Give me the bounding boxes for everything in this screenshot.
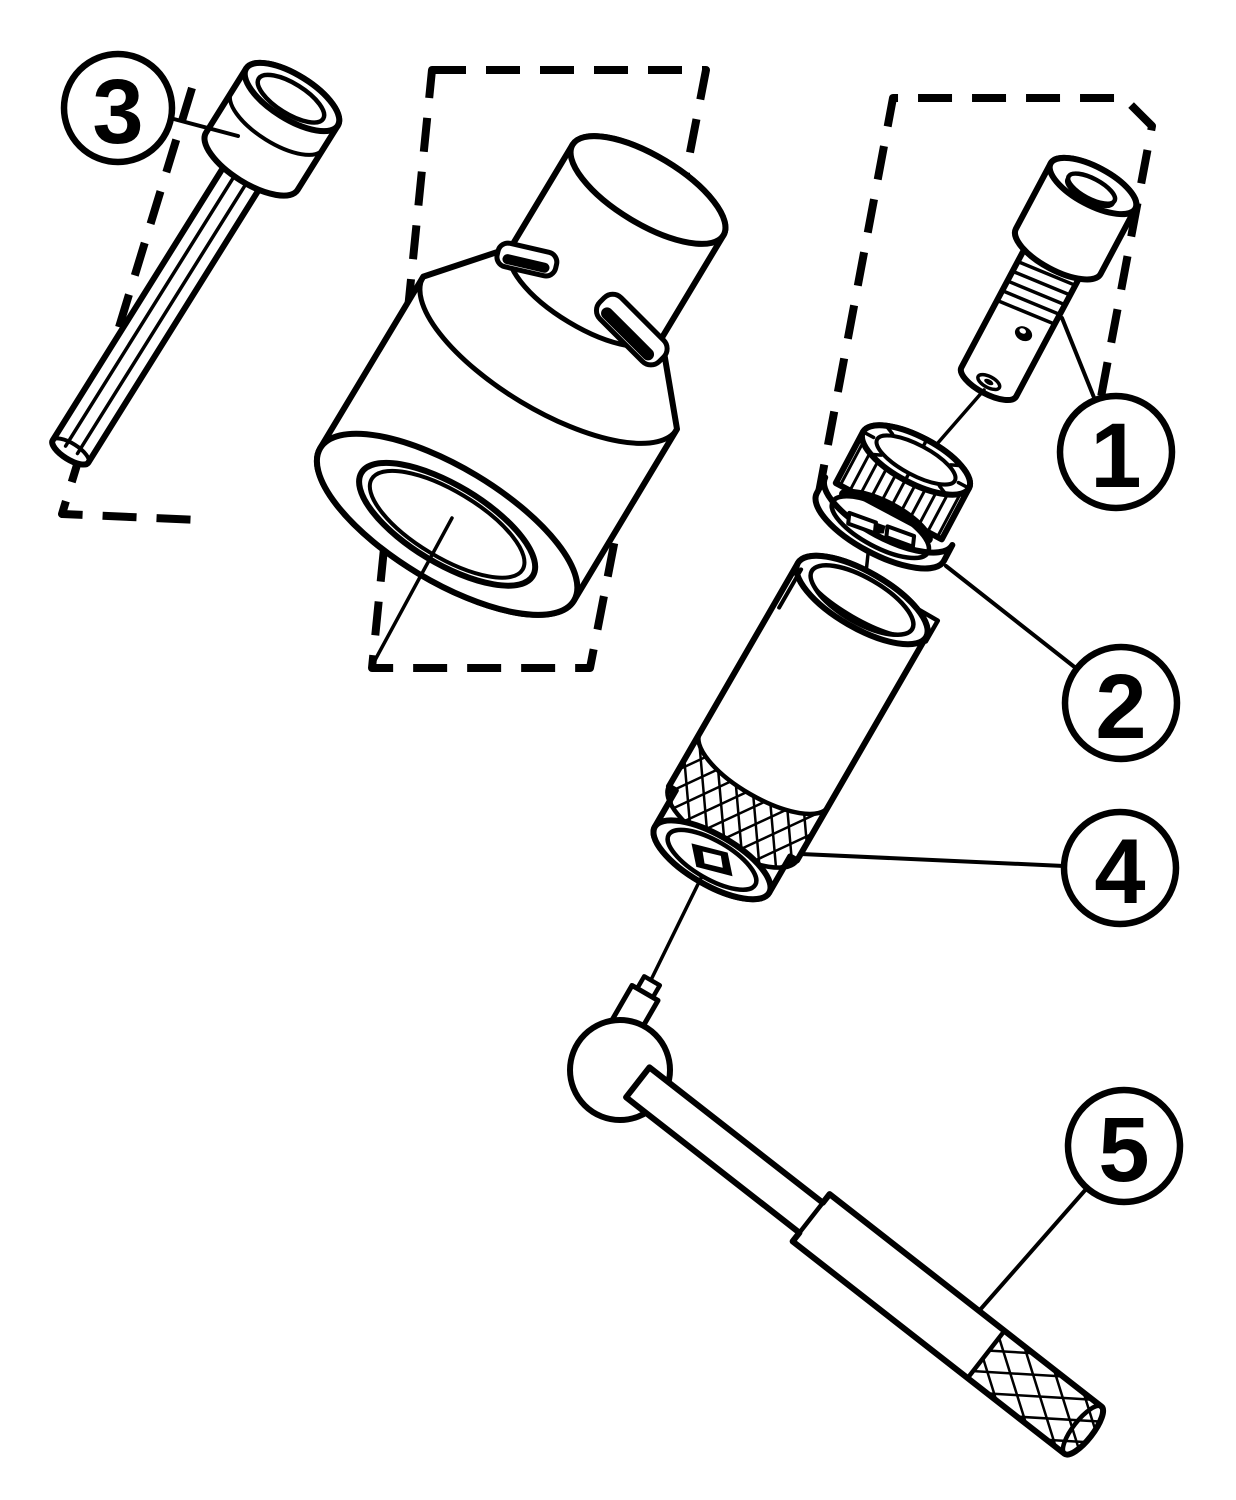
plug-drive-slot — [874, 522, 886, 534]
hex-key-tip-face — [50, 436, 91, 467]
slot-shadow — [601, 307, 655, 361]
callout-3: 3 — [60, 50, 176, 166]
wrench-end-face — [1060, 1403, 1106, 1457]
tool-holder-shoulder-edge — [417, 274, 680, 446]
slot-shadow — [502, 254, 550, 273]
callout-1-circle — [1056, 392, 1176, 512]
hex-key-facet-lines — [63, 145, 266, 456]
plug-side-threads — [838, 443, 961, 539]
plug-inner-shadow — [839, 488, 933, 544]
callout-4: 4 — [1060, 808, 1180, 928]
plug-thread-ticks — [861, 424, 971, 496]
dashed-plane-right — [814, 94, 1156, 499]
leader-line-2 — [944, 564, 1079, 671]
part-tool-holder — [313, 133, 729, 618]
sleeve-bore-shadow — [810, 575, 909, 637]
callout-2: 2 — [1061, 643, 1181, 763]
dashed-plane-left — [58, 86, 201, 524]
screw-socket — [1065, 171, 1118, 206]
slot-outline — [593, 291, 670, 368]
hex-key-head-rim — [227, 90, 325, 157]
callout-1-label: 1 — [1090, 405, 1141, 507]
hex-key-head-top — [241, 59, 343, 135]
callout-4-circle — [1060, 808, 1180, 928]
leader-line-4 — [799, 852, 1066, 868]
callout-4-label: 4 — [1094, 821, 1145, 923]
wrench-handle — [623, 1064, 1110, 1460]
callout-5-label: 5 — [1098, 1099, 1149, 1201]
hex-key-head-ring — [255, 72, 327, 125]
axis-line-screw-plug — [928, 388, 986, 454]
screw-tip-hole — [984, 378, 994, 386]
wrench-handle-silhouette — [623, 1064, 1107, 1458]
axis-line-sleeve-wrench — [647, 874, 704, 986]
callout-5: 5 — [1064, 1086, 1184, 1206]
leader-line-3 — [168, 116, 240, 138]
callout-3-label: 3 — [92, 61, 143, 163]
screw-socket-depth — [1065, 177, 1115, 209]
bore-pointer-line — [372, 516, 454, 664]
tool-holder-bore-inner — [367, 468, 527, 580]
wrench-handle-step — [790, 1191, 832, 1244]
tool-holder-top-face — [567, 133, 729, 247]
plug-top-ring — [874, 433, 958, 487]
callout-2-circle — [1061, 643, 1181, 763]
callout-2-label: 2 — [1095, 656, 1146, 758]
callout-3-circle — [60, 50, 176, 166]
sleeve-square-drive-inner — [700, 849, 725, 871]
coupling-slot-right — [593, 291, 670, 368]
callout-1: 1 — [1056, 392, 1176, 512]
part-torque-wrench — [567, 974, 1110, 1460]
coupling-slot-left — [494, 240, 560, 279]
tool-holder-bore-outer — [356, 459, 539, 589]
part-hex-key — [49, 59, 343, 468]
screw-tip-ring — [976, 372, 1002, 392]
leader-line-5 — [977, 1186, 1089, 1313]
part-clamping-screw — [957, 154, 1140, 404]
leader-line-1 — [1060, 316, 1097, 402]
artwork-root: 3 1 2 4 5 — [49, 50, 1184, 1460]
sleeve-slit — [777, 567, 804, 610]
screw-cross-hole-highlight — [1019, 328, 1027, 334]
callout-5-circle — [1064, 1086, 1184, 1206]
part-adapter-sleeve — [650, 552, 941, 903]
plug-drive-tab-right — [884, 524, 917, 549]
sleeve-knurl-edge-top — [696, 730, 831, 817]
part-clamping-plug — [812, 422, 974, 572]
sleeve-top-rim — [793, 552, 931, 648]
